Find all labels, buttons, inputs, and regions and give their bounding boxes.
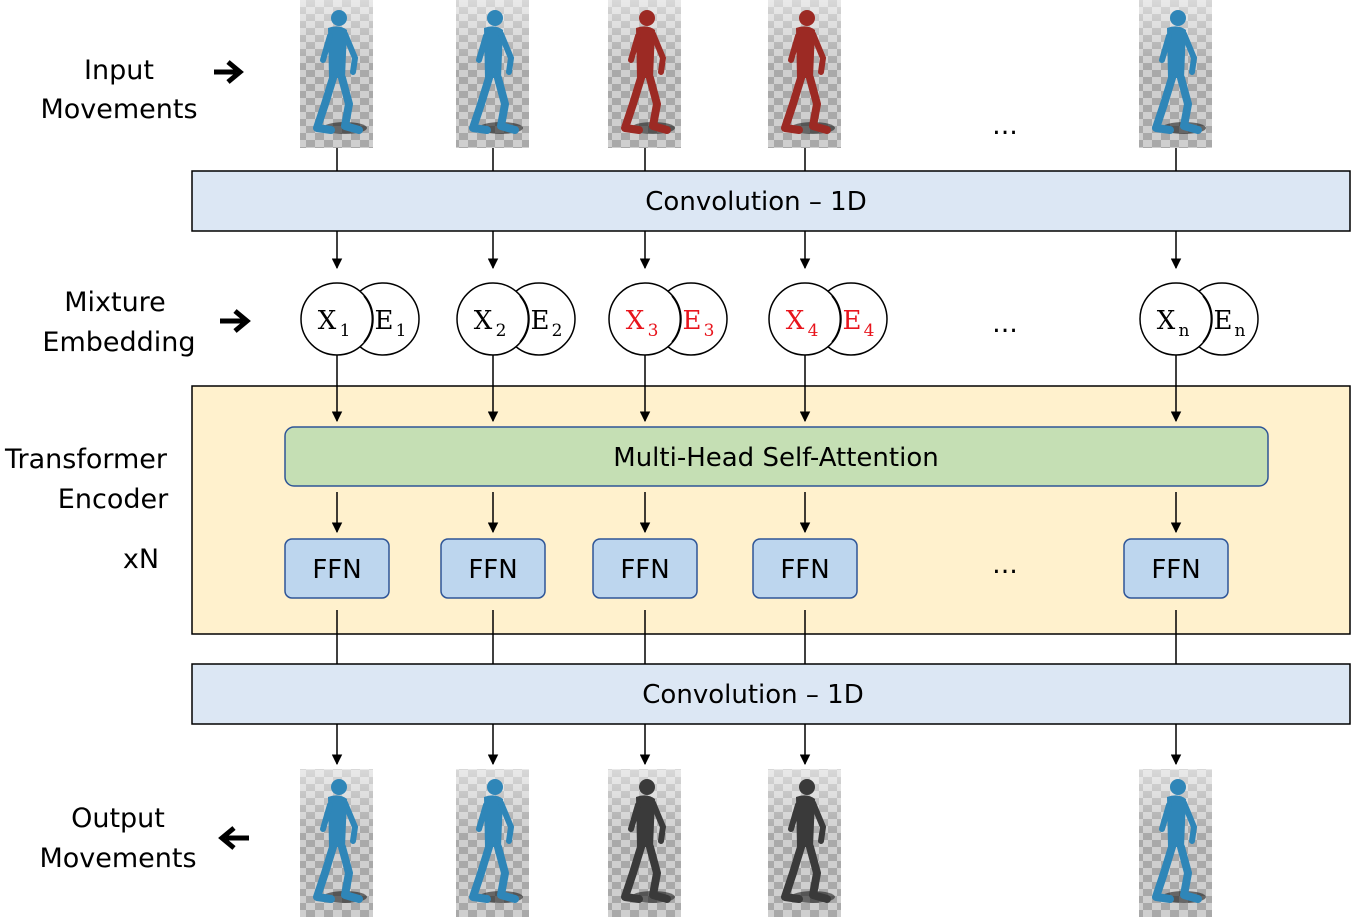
output-movement-figure <box>456 769 529 917</box>
conv-top-block <box>191 170 1351 232</box>
input-movement-figure <box>300 0 373 148</box>
ellipsis-ffn: ... <box>992 549 1018 580</box>
token-x-label: X <box>626 306 645 336</box>
input-movement-figure <box>1139 0 1212 148</box>
attention-label: Multi-Head Self-Attention <box>613 443 938 473</box>
output-label-line2: Movements <box>39 843 196 874</box>
token-e-subscript: n <box>1235 321 1246 341</box>
output-movement-figure <box>608 769 681 917</box>
ffn-block: FFN <box>592 538 698 599</box>
input-label-line2: Movements <box>40 94 197 125</box>
repeat-label: xN <box>123 544 159 575</box>
input-movement-figure <box>768 0 841 148</box>
ellipsis-input: ... <box>992 110 1018 141</box>
ffn-label: FFN <box>312 555 361 585</box>
ffn-block: FFN <box>284 538 390 599</box>
token-e-label: E <box>531 306 550 336</box>
ffn-label: FFN <box>620 555 669 585</box>
input-label-line1: Input <box>84 55 154 86</box>
token-x-subscript: 1 <box>340 321 351 341</box>
transformer-label-line2: Encoder <box>58 484 169 515</box>
token-e-label: E <box>375 306 394 336</box>
token-x-subscript: n <box>1179 321 1190 341</box>
ellipsis-embedding: ... <box>992 308 1018 339</box>
conv-bottom-label: Convolution – 1D <box>642 680 863 710</box>
ffn-label: FFN <box>468 555 517 585</box>
transformer-label-line1: Transformer <box>4 444 168 475</box>
ffn-block: FFN <box>752 538 858 599</box>
ffn-block: FFN <box>440 538 546 599</box>
token-x-subscript: 4 <box>808 321 819 341</box>
conv-bottom-block <box>191 663 1351 725</box>
token-e-subscript: 4 <box>864 321 875 341</box>
ffn-label: FFN <box>1151 555 1200 585</box>
input-movement-figure <box>608 0 681 148</box>
output-movement-figure <box>768 769 841 917</box>
token-x-label: X <box>786 306 805 336</box>
mixture-label-line2: Embedding <box>42 327 195 358</box>
conv-top-label: Convolution – 1D <box>645 187 866 217</box>
token-e-subscript: 3 <box>704 321 715 341</box>
token-x-label: X <box>318 306 337 336</box>
attention-block <box>284 426 1269 487</box>
ffn-label: FFN <box>780 555 829 585</box>
token-x-subscript: 2 <box>496 321 507 341</box>
mixture-arrow-icon <box>220 309 251 333</box>
input-arrow-icon <box>214 60 244 84</box>
token-x-subscript: 3 <box>648 321 659 341</box>
token-e-label: E <box>1214 306 1233 336</box>
token-e-subscript: 1 <box>396 321 407 341</box>
output-label-line1: Output <box>71 803 165 834</box>
output-arrow-icon <box>218 826 249 850</box>
token-x-label: X <box>1157 306 1176 336</box>
token-e-label: E <box>683 306 702 336</box>
ffn-block: FFN <box>1123 538 1229 599</box>
output-movement-figure <box>300 769 373 917</box>
input-movement-figure <box>456 0 529 148</box>
token-e-subscript: 2 <box>552 321 563 341</box>
token-e-label: E <box>843 306 862 336</box>
output-movement-figure <box>1139 769 1212 917</box>
mixture-label-line1: Mixture <box>64 287 166 318</box>
token-x-label: X <box>474 306 493 336</box>
